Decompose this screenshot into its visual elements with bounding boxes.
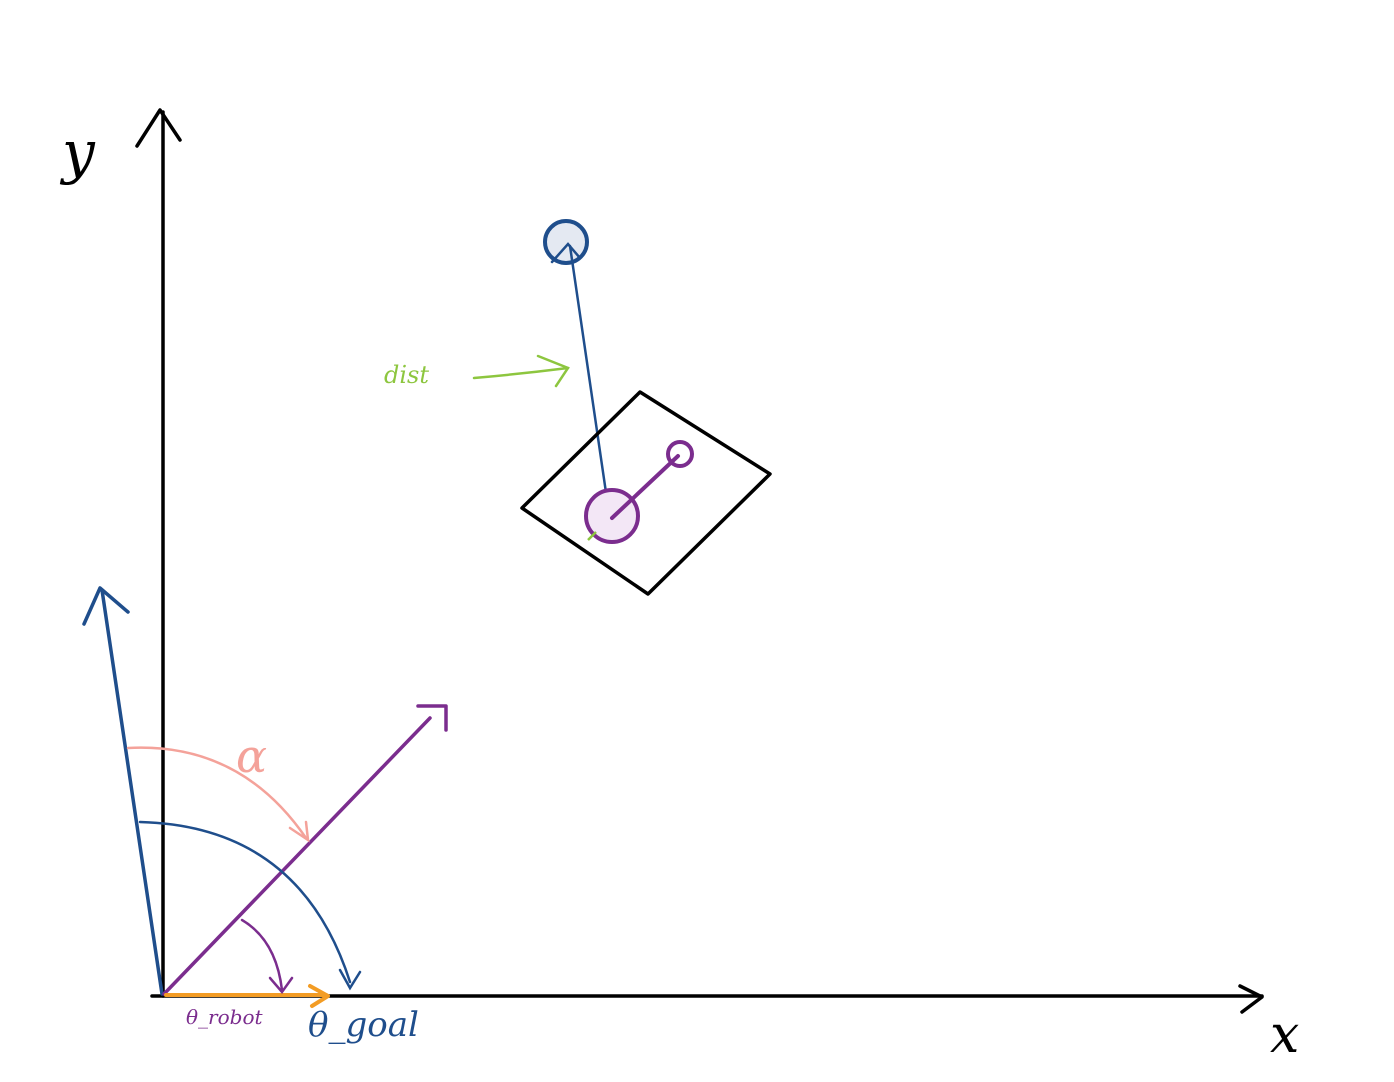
robot-body	[520, 390, 772, 596]
dist-label: dist	[384, 361, 429, 389]
robot-heading-vector	[162, 704, 448, 996]
alpha-arc	[126, 746, 310, 843]
theta-goal-label: θ_goal	[308, 1005, 419, 1045]
theta-robot-label: θ_robot	[186, 1005, 263, 1029]
axes	[135, 108, 1264, 1014]
x-axis-label: x	[1270, 1005, 1299, 1065]
x-axis-arrowhead	[1238, 984, 1264, 1014]
goal-marker	[543, 219, 589, 265]
y-axis-arrowhead	[135, 108, 182, 148]
alpha-label: α	[236, 729, 267, 783]
x-reference-vector	[164, 984, 330, 1008]
goal-direction-vector	[82, 586, 164, 996]
robot	[520, 390, 772, 596]
robot-heading	[610, 454, 680, 520]
theta-goal-arc	[138, 820, 362, 991]
dist-arrow	[472, 354, 570, 388]
theta-robot-arc	[240, 918, 294, 995]
dist-tick	[587, 531, 597, 541]
robot-heading-tip	[666, 440, 694, 468]
goal-circle	[543, 219, 589, 265]
y-axis-label: y	[59, 118, 96, 186]
dist-line	[550, 242, 612, 522]
